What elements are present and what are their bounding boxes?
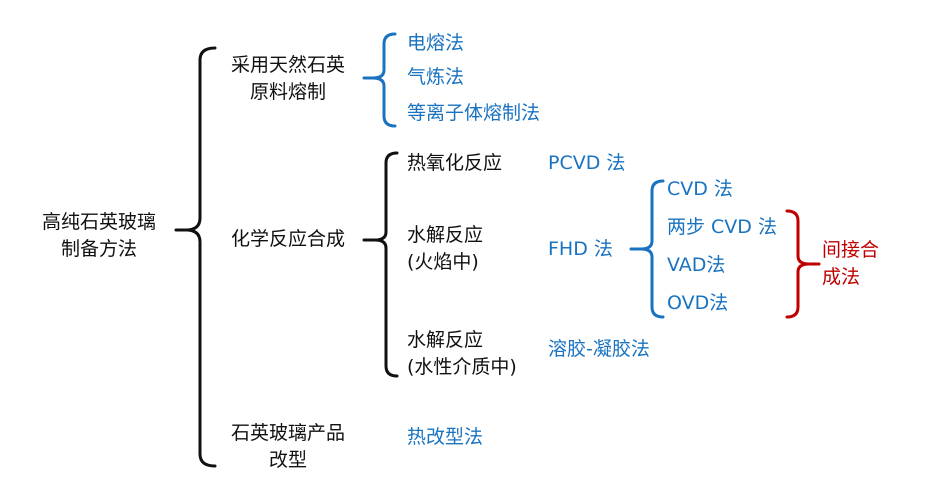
indirect-label-line1: 间接合 (822, 239, 880, 261)
root-bracket (174, 46, 217, 468)
reaction-label-line2: (火焰中) (407, 251, 479, 273)
reaction-label-line1: 水解反应 (407, 224, 484, 246)
submethod-ovd: OVD法 (667, 292, 729, 314)
method-gas-refining: 气炼法 (407, 66, 465, 88)
reaction-aqueous-hydrolysis: 水解反应 (水性介质中) (407, 327, 517, 381)
fhd-bracket (629, 179, 665, 319)
category-product-reshaping: 石英玻璃产品 改型 (212, 420, 364, 474)
root-label-line1: 高纯石英玻璃 (41, 211, 156, 233)
reaction-thermal-oxidation: 热氧化反应 (407, 152, 503, 174)
root-label-line2: 制备方法 (60, 238, 137, 260)
chemical-synthesis-bracket (362, 151, 399, 378)
method-electric-fusion: 电熔法 (407, 32, 465, 54)
indirect-synthesis-bracket (785, 209, 821, 319)
category-label-line2: 改型 (268, 449, 307, 471)
root-node: 高纯石英玻璃 制备方法 (24, 209, 174, 263)
category-label-line2: 原料熔制 (249, 81, 326, 103)
submethod-two-step-cvd: 两步 CVD 法 (667, 216, 777, 238)
category-label-line1: 采用天然石英 (230, 54, 345, 76)
indirect-label-line2: 成法 (822, 266, 861, 288)
submethod-cvd: CVD 法 (667, 178, 733, 200)
category-label-line1: 化学反应合成 (230, 228, 345, 250)
reaction-label-line1: 水解反应 (407, 329, 484, 351)
method-pcvd: PCVD 法 (548, 152, 626, 174)
category-chemical-synthesis: 化学反应合成 (212, 226, 364, 253)
method-plasma-fusion: 等离子体熔制法 (407, 102, 541, 124)
category-natural-quartz: 采用天然石英 原料熔制 (212, 52, 364, 106)
submethod-vad: VAD法 (667, 254, 726, 276)
category-label-line1: 石英玻璃产品 (230, 422, 345, 444)
indirect-synthesis-label: 间接合 成法 (822, 237, 879, 291)
method-thermal-reshaping: 热改型法 (407, 426, 484, 448)
reaction-flame-hydrolysis: 水解反应 (火焰中) (407, 222, 483, 276)
method-sol-gel: 溶胶-凝胶法 (548, 338, 650, 360)
method-fhd: FHD 法 (548, 238, 613, 260)
natural-quartz-bracket (362, 32, 397, 128)
reaction-label-line2: (水性介质中) (407, 356, 517, 378)
